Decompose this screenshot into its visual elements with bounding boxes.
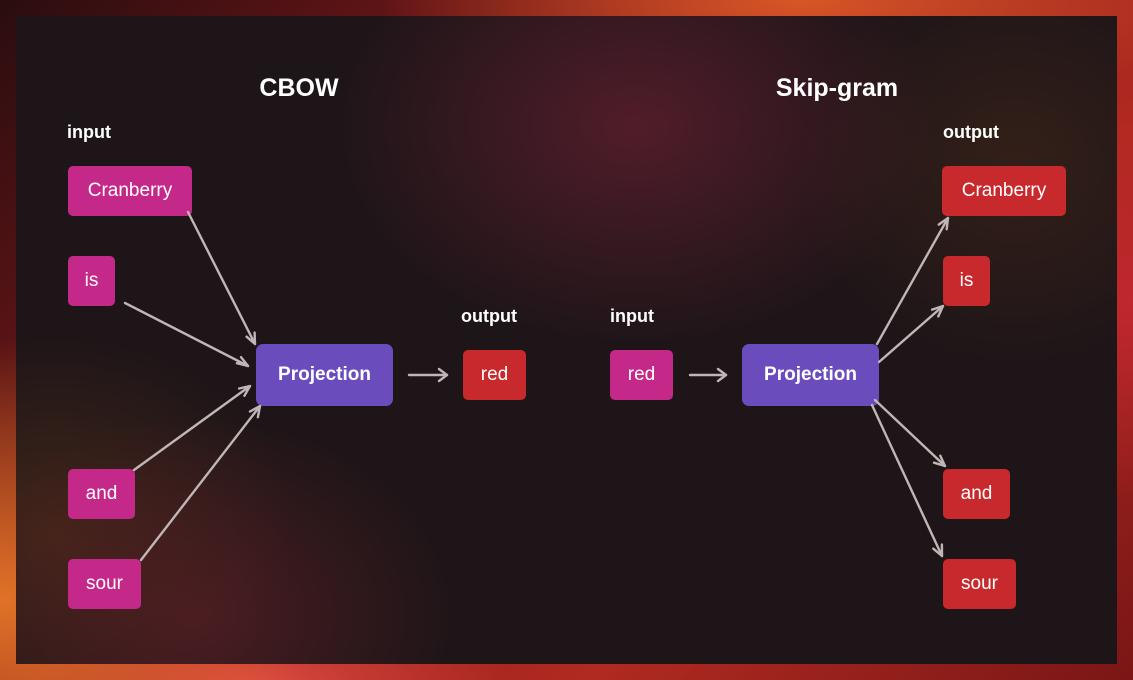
skipgram-title: Skip-gram xyxy=(775,74,899,102)
cbow-output-label: output xyxy=(461,306,517,326)
skipgram-output-word-sour: sour xyxy=(943,559,1016,609)
cbow-title: CBOW xyxy=(259,74,339,102)
skipgram-output-word-cranberry: Cranberry xyxy=(942,166,1066,216)
skipgram-input-label: input xyxy=(610,306,654,326)
cbow-projection-node: Projection xyxy=(256,344,393,406)
cbow-input-word-and: and xyxy=(68,469,135,519)
cbow-input-word-sour: sour xyxy=(68,559,141,609)
cbow-output-word: red xyxy=(463,350,526,400)
cbow-input-word-is: is xyxy=(68,256,115,306)
skipgram-output-word-is: is xyxy=(943,256,990,306)
skipgram-output-label: output xyxy=(943,122,999,142)
cbow-input-label: input xyxy=(67,122,111,142)
cbow-input-word-cranberry: Cranberry xyxy=(68,166,192,216)
skipgram-output-word-and: and xyxy=(943,469,1010,519)
skipgram-input-word: red xyxy=(610,350,673,400)
skipgram-projection-node: Projection xyxy=(742,344,879,406)
